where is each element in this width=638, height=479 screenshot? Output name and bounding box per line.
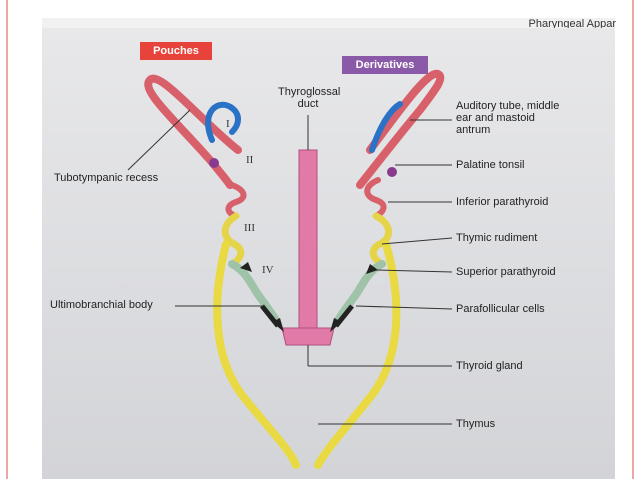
label-thyroglossal: Thyroglossal duct (278, 86, 341, 110)
label-thymus: Thymus (456, 418, 496, 430)
right-pouch-I-red (356, 69, 445, 189)
running-head: Pharyngeal Appar (528, 18, 616, 30)
label-thymic-rudiment: Thymic rudiment (456, 232, 538, 244)
label-palatine: Palatine tonsil (456, 159, 525, 171)
right-pouch-I-blue (369, 101, 403, 153)
left-pouch-I-blue (205, 101, 241, 143)
right-pouch-III (369, 212, 392, 268)
pouch-numeral-II: II (246, 154, 254, 166)
derivatives-badge: Derivatives (342, 56, 428, 74)
left-pouch-III (221, 212, 245, 268)
label-inferior-parathyroid: Inferior parathyroid (456, 196, 549, 208)
leader-parafollicular (355, 305, 453, 310)
textbook-photo (42, 28, 615, 479)
left-sup-parathyroid (240, 262, 252, 272)
label-tubotympanic: Tubotympanic recess (54, 172, 159, 184)
left-tonsil-dot (209, 158, 219, 168)
label-parafollicular: Parafollicular cells (456, 303, 545, 315)
pouch-numeral-III: III (244, 222, 255, 234)
right-tonsil-dot (387, 167, 397, 177)
label-thyroid-gland: Thyroid gland (456, 360, 523, 372)
pouch-numeral-I: I (226, 118, 230, 130)
slide-border-left (6, 0, 8, 479)
leader-thymic-rudiment (381, 237, 453, 245)
right-pouch-II (364, 177, 387, 219)
thyroid-gland-shape (281, 327, 335, 346)
left-pouch-IV (228, 260, 280, 324)
right-sup-parathyroid (366, 264, 378, 274)
label-ultimobranchial: Ultimobranchial body (50, 299, 153, 311)
thyroglossal-duct (298, 149, 318, 336)
pouches-badge: Pouches (140, 42, 212, 60)
left-arrowhead (272, 318, 284, 332)
right-thymus-limb (314, 240, 401, 469)
right-pouch-IV (334, 260, 386, 324)
left-pouch-II (225, 182, 247, 219)
pouch-numeral-IV: IV (262, 264, 274, 276)
leader-tubotympanic (127, 109, 191, 171)
label-auditory: Auditory tube, middle ear and mastoid an… (456, 100, 560, 136)
right-arrowhead (330, 318, 342, 332)
slide-border-right (632, 0, 634, 479)
left-pouch-I-red (144, 74, 242, 189)
label-superior-parathyroid: Superior parathyroid (456, 266, 556, 278)
leader-superior-parathyroid (375, 269, 453, 273)
left-thymus-limb (213, 240, 300, 469)
